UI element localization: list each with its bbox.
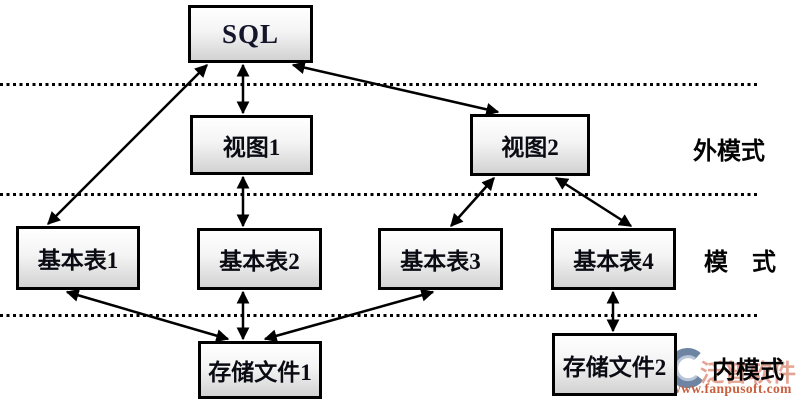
level-divider-schema: [0, 193, 760, 196]
edge-view2-table4: [554, 176, 633, 228]
watermark-logo-text: 泛普软件: [700, 361, 796, 387]
node-sql: SQL: [188, 5, 313, 63]
node-table2: 基本表2: [197, 228, 322, 290]
node-view2: 视图2: [470, 114, 590, 176]
edge-sql-table1: [47, 64, 208, 225]
node-table4: 基本表4: [551, 228, 676, 290]
node-file2: 存储文件2: [552, 333, 677, 396]
level-label-internal: 内模式: [712, 358, 784, 384]
edge-table1-file1: [65, 289, 230, 342]
node-view1: 视图1: [190, 115, 313, 175]
node-table1: 基本表1: [16, 226, 140, 290]
level-label-external: 外模式: [693, 139, 765, 165]
node-file1: 存储文件1: [198, 341, 322, 399]
edge-sql-view2: [291, 61, 500, 116]
edge-view2-table3: [450, 177, 495, 227]
node-table3: 基本表3: [378, 228, 503, 290]
level-label-schema: 模 式: [704, 250, 776, 276]
watermark-url: www.fanpusoft.com: [671, 381, 792, 396]
edge-table3-file1: [263, 288, 435, 343]
